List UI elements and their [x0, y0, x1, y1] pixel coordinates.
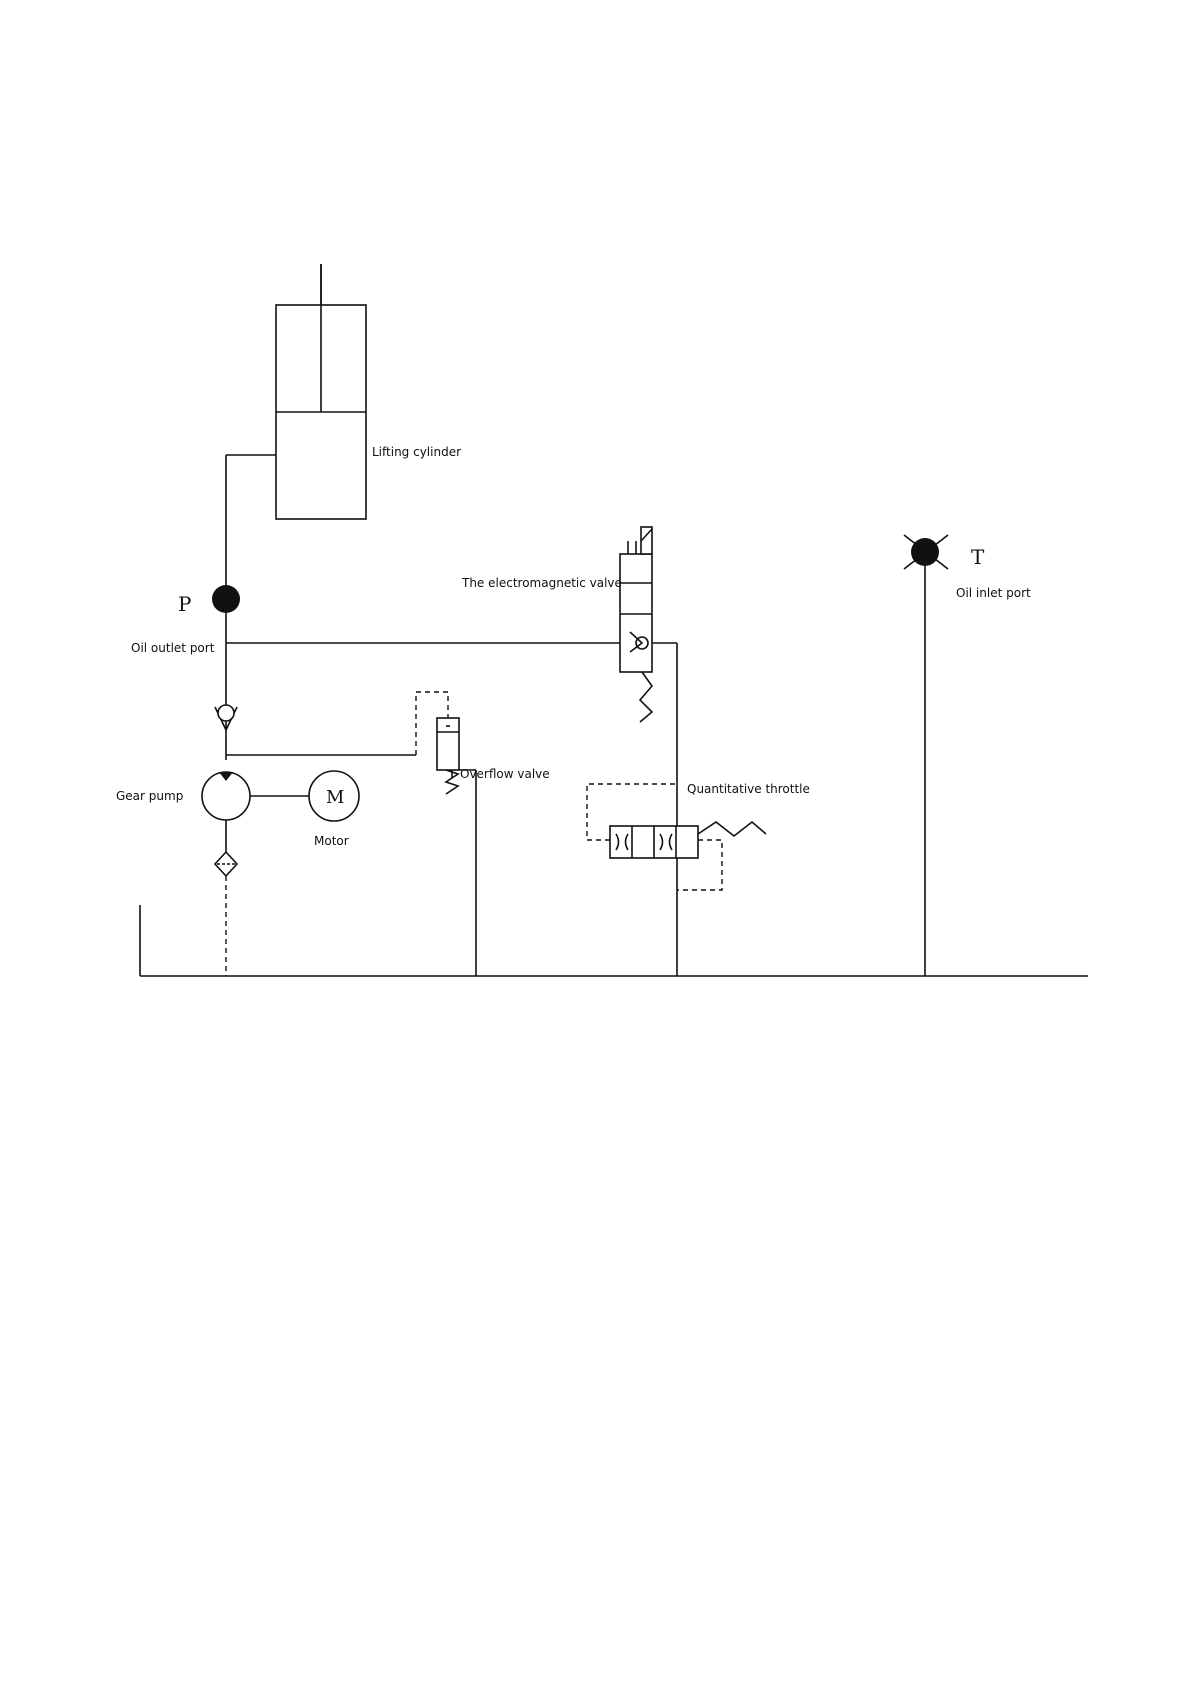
- motor-symbol-label: M: [326, 787, 344, 808]
- overflow-valve-label: Overflow valve: [460, 767, 550, 781]
- oil-inlet-port-label: Oil inlet port: [956, 586, 1031, 600]
- port-t-marker: [904, 535, 948, 976]
- electromagnetic-valve: [620, 527, 677, 976]
- filter: [215, 852, 237, 976]
- lifting-cylinder: [276, 264, 366, 519]
- motor: M: [309, 771, 359, 821]
- gear-pump: [202, 772, 250, 852]
- overflow-valve: [416, 692, 476, 976]
- oil-outlet-port-label: Oil outlet port: [131, 641, 215, 655]
- port-t-label: T: [971, 545, 985, 569]
- port-p-label: P: [178, 592, 191, 616]
- electromagnetic-valve-label: The electromagnetic valve: [461, 576, 622, 590]
- tank-return-line: [140, 905, 1088, 976]
- lifting-cylinder-label: Lifting cylinder: [372, 445, 461, 459]
- motor-label: Motor: [314, 834, 349, 848]
- quantitative-throttle-label: Quantitative throttle: [687, 782, 810, 796]
- gear-pump-label: Gear pump: [116, 789, 183, 803]
- port-p-marker: [212, 585, 240, 613]
